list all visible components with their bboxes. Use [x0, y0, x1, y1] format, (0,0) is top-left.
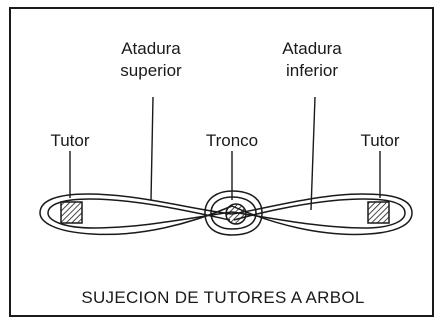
diagram-caption: SUJECION DE TUTORES A ARBOL [81, 288, 365, 307]
stake-right-section [367, 201, 390, 224]
label-lower-tie-line1: Atadura [282, 39, 342, 58]
label-upper-tie-line1: Atadura [121, 39, 181, 58]
diagram-frame [9, 7, 434, 317]
stake-left-section [60, 201, 83, 224]
trunk-section [225, 203, 247, 225]
tie-band [39, 190, 413, 236]
leader-upper-tie [150, 96, 154, 201]
label-lower-tie: Atadura inferior [257, 38, 367, 82]
label-lower-tie-line2: inferior [286, 61, 338, 80]
leader-lower-tie [310, 96, 316, 211]
label-upper-tie: Atadura superior [96, 38, 206, 82]
label-trunk: Tronco [205, 131, 259, 150]
label-stake-left: Tutor [50, 131, 90, 150]
label-stake-right: Tutor [360, 131, 400, 150]
label-upper-tie-line2: superior [120, 61, 182, 80]
